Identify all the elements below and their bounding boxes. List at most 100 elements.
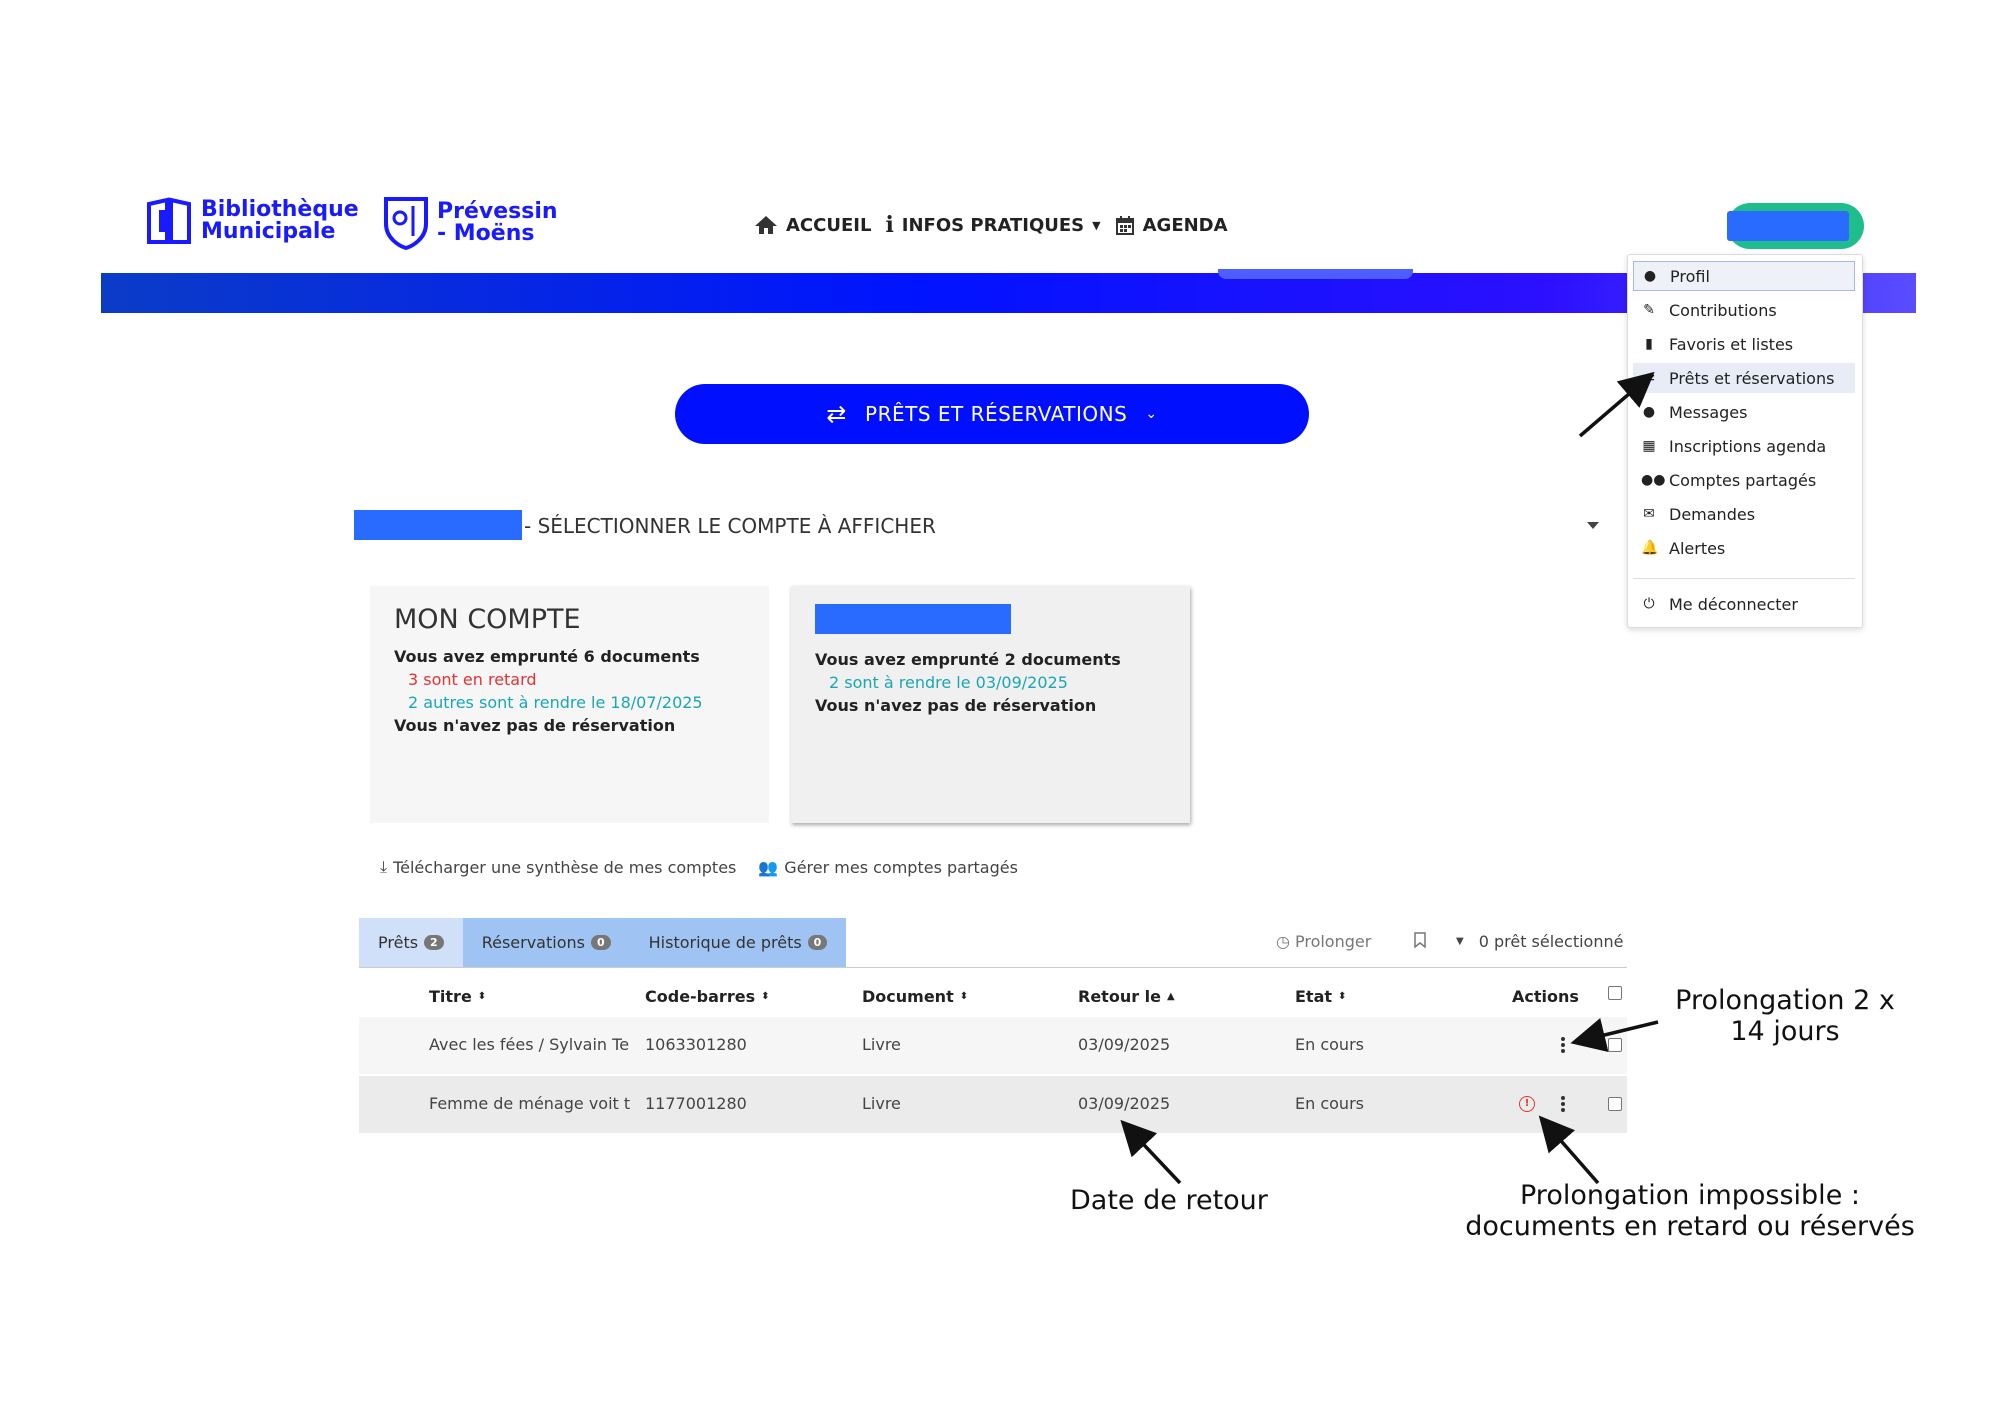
nav-home[interactable]: ACCUEIL bbox=[754, 215, 871, 236]
town-logo[interactable]: Prévessin - Moëns bbox=[383, 196, 558, 250]
nav-info[interactable]: i INFOS PRATIQUES ▼ bbox=[885, 212, 1100, 238]
kebab-menu-icon[interactable] bbox=[1561, 1096, 1565, 1114]
menu-item-favoris[interactable]: ▮ Favoris et listes bbox=[1633, 329, 1855, 359]
cell-barcode: 1177001280 bbox=[645, 1094, 747, 1113]
arrow-to-menu bbox=[1578, 371, 1655, 438]
redacted-account-name bbox=[354, 510, 522, 540]
download-summary-label: Télécharger une synthèse de mes comptes bbox=[393, 857, 737, 877]
tabs-divider bbox=[359, 967, 1627, 968]
calendar-icon: ▦ bbox=[1642, 438, 1656, 454]
late-count: 3 sont en retard bbox=[408, 670, 537, 689]
menu-item-logout[interactable]: ⏻ Me déconnecter bbox=[1633, 589, 1855, 619]
logo-town-line2: - Moëns bbox=[437, 221, 535, 246]
arrow-to-warning bbox=[1538, 1115, 1600, 1185]
header-actions: Actions bbox=[1512, 987, 1579, 1006]
menu-item-messages[interactable]: ● Messages bbox=[1633, 397, 1855, 427]
manage-shared-label: Gérer mes comptes partagés bbox=[784, 857, 1018, 877]
borrowed-count: Vous avez emprunté 6 documents bbox=[394, 647, 700, 666]
annotation-impossible: Prolongation impossible : documents en r… bbox=[1460, 1180, 1920, 1242]
manage-shared-accounts-link[interactable]: 👥 Gérer mes comptes partagés bbox=[758, 857, 1018, 877]
calendar-icon bbox=[1115, 216, 1134, 235]
tab-label: Prêts bbox=[378, 933, 419, 952]
library-logo[interactable]: Bibliothèque Municipale bbox=[145, 196, 359, 246]
chevron-down-icon: ⌄ bbox=[1145, 406, 1158, 422]
annotation-impossible-line2: documents en retard ou réservés bbox=[1465, 1211, 1915, 1242]
table-header: Titre ⬍ Code-barres ⬍ Document ⬍ Retour … bbox=[359, 977, 1627, 1017]
download-summary-link[interactable]: ⤓ Télécharger une synthèse de mes compte… bbox=[380, 857, 736, 877]
selection-dropdown[interactable]: ▼ 0 prêt sélectionné bbox=[1456, 932, 1623, 951]
menu-item-demandes[interactable]: ✉ Demandes bbox=[1633, 499, 1855, 529]
due-info: 2 autres sont à rendre le 18/07/2025 bbox=[408, 693, 703, 712]
loans-reservations-button[interactable]: ⇄ PRÊTS ET RÉSERVATIONS ⌄ bbox=[675, 384, 1309, 444]
logo-library-line1: Bibliothèque bbox=[201, 197, 359, 222]
main-nav: ACCUEIL i INFOS PRATIQUES ▼ AGENDA bbox=[754, 212, 1228, 238]
pencil-icon: ✎ bbox=[1643, 302, 1655, 318]
selected-count: 0 prêt sélectionné bbox=[1478, 932, 1624, 951]
cell-title[interactable]: Avec les fées / Sylvain Te bbox=[429, 1035, 630, 1054]
menu-item-comptes[interactable]: ●● Comptes partagés bbox=[1633, 465, 1855, 495]
due-info: 2 sont à rendre le 03/09/2025 bbox=[829, 673, 1068, 692]
arrow-to-return-date bbox=[1120, 1119, 1182, 1185]
header-document[interactable]: Document ⬍ bbox=[862, 987, 968, 1006]
menu-item-profil[interactable]: ● Profil bbox=[1633, 261, 1855, 291]
redacted-account-title bbox=[815, 604, 1011, 634]
clock-icon: ◷ bbox=[1276, 932, 1290, 951]
warning-icon[interactable]: ! bbox=[1519, 1096, 1535, 1112]
menu-item-prets[interactable]: ⇄ Prêts et réservations bbox=[1633, 363, 1855, 393]
logo-library-line2: Municipale bbox=[201, 219, 336, 244]
cell-title[interactable]: Femme de ménage voit t bbox=[429, 1094, 631, 1113]
menu-item-alertes[interactable]: 🔔 Alertes bbox=[1633, 533, 1855, 563]
account-links: ⤓ Télécharger une synthèse de mes compte… bbox=[380, 857, 1018, 877]
caret-down-icon bbox=[1587, 522, 1599, 529]
sort-icon: ⬍ bbox=[1338, 991, 1347, 1002]
count-badge: 0 bbox=[807, 935, 828, 950]
sort-asc-icon: ▲ bbox=[1167, 991, 1175, 1002]
cell-barcode: 1063301280 bbox=[645, 1035, 747, 1054]
row-checkbox[interactable] bbox=[1608, 1097, 1622, 1111]
menu-item-inscriptions[interactable]: ▦ Inscriptions agenda bbox=[1633, 431, 1855, 461]
user-icon: ● bbox=[1643, 268, 1657, 284]
loan-tabs: Prêts 2 Réservations 0 Historique de prê… bbox=[359, 918, 847, 967]
menu-item-contributions[interactable]: ✎ Contributions bbox=[1633, 295, 1855, 325]
tab-label: Réservations bbox=[481, 933, 585, 952]
tab-prets[interactable]: Prêts 2 bbox=[359, 918, 463, 967]
menu-divider bbox=[1633, 578, 1855, 579]
user-account-button[interactable] bbox=[1727, 203, 1864, 249]
header-barcode[interactable]: Code-barres ⬍ bbox=[645, 987, 769, 1006]
nav-agenda[interactable]: AGENDA bbox=[1115, 215, 1228, 236]
count-badge: 2 bbox=[424, 935, 444, 950]
tab-reservations[interactable]: Réservations 0 bbox=[462, 918, 630, 967]
bookmark-icon bbox=[1414, 932, 1426, 948]
book-icon bbox=[147, 197, 191, 244]
nav-info-label: INFOS PRATIQUES bbox=[901, 214, 1085, 236]
header-label: Etat bbox=[1295, 987, 1333, 1006]
reservation-info: Vous n'avez pas de réservation bbox=[394, 716, 676, 735]
account-selector[interactable]: - SÉLECTIONNER LE COMPTE À AFFICHER bbox=[354, 510, 1599, 546]
account-card-shared[interactable]: Vous avez emprunté 2 documents 2 sont à … bbox=[791, 586, 1190, 823]
account-card-title: MON COMPTE bbox=[394, 604, 581, 635]
tab-historique[interactable]: Historique de prêts 0 bbox=[629, 918, 847, 967]
cell-state: En cours bbox=[1295, 1094, 1364, 1113]
info-icon: i bbox=[885, 212, 894, 238]
reservation-info: Vous n'avez pas de réservation bbox=[815, 696, 1097, 715]
header-state[interactable]: Etat ⬍ bbox=[1295, 987, 1346, 1006]
header-title[interactable]: Titre ⬍ bbox=[429, 987, 486, 1006]
extend-button[interactable]: ◷ Prolonger bbox=[1276, 932, 1371, 951]
header-label: Actions bbox=[1512, 987, 1579, 1006]
select-all-checkbox[interactable] bbox=[1608, 986, 1622, 1000]
annotation-impossible-line1: Prolongation impossible : bbox=[1520, 1180, 1860, 1211]
cell-state: En cours bbox=[1295, 1035, 1364, 1054]
header-return[interactable]: Retour le ▲ bbox=[1078, 987, 1175, 1006]
caret-down-icon: ▼ bbox=[1456, 936, 1464, 947]
kebab-menu-icon[interactable] bbox=[1561, 1037, 1565, 1055]
header-label: Titre bbox=[429, 987, 472, 1006]
borrowed-count: Vous avez emprunté 2 documents bbox=[815, 650, 1121, 669]
menu-item-label: Demandes bbox=[1669, 504, 1756, 524]
bookmark-button[interactable] bbox=[1414, 932, 1426, 948]
bookmark-icon: ▮ bbox=[1645, 336, 1653, 352]
nav-agenda-label: AGENDA bbox=[1142, 214, 1228, 236]
banner-tab bbox=[1218, 269, 1413, 279]
account-card-mine[interactable]: MON COMPTE Vous avez emprunté 6 document… bbox=[370, 586, 769, 823]
home-icon bbox=[755, 216, 777, 234]
sort-icon: ⬍ bbox=[959, 991, 969, 1002]
